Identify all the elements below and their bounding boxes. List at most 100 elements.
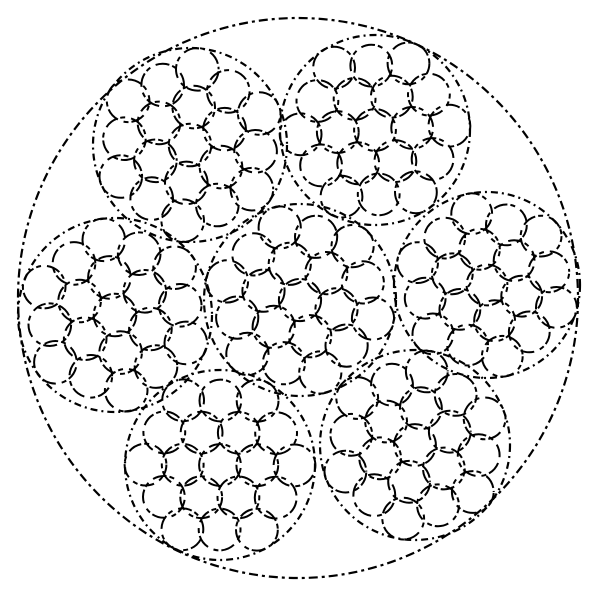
wire — [133, 138, 178, 184]
wire — [473, 299, 517, 343]
wire — [133, 344, 179, 389]
wire — [216, 410, 261, 455]
wire — [340, 260, 385, 305]
wire — [195, 182, 240, 228]
wire — [364, 399, 409, 444]
wire — [336, 141, 381, 186]
wire — [225, 331, 270, 376]
wire — [202, 106, 247, 152]
wire — [324, 323, 369, 368]
wire — [27, 302, 73, 348]
wire — [175, 47, 220, 92]
wire — [393, 423, 437, 467]
wire — [241, 268, 286, 313]
wire — [349, 43, 394, 88]
wire — [160, 507, 205, 552]
wire — [197, 507, 242, 552]
wire — [335, 376, 380, 420]
wire — [410, 137, 455, 181]
wire — [87, 255, 132, 300]
wire — [21, 264, 67, 310]
wire — [253, 475, 298, 520]
wire — [387, 459, 432, 504]
wire — [164, 160, 209, 206]
wire — [423, 216, 467, 260]
wire — [450, 470, 495, 514]
wire — [350, 296, 396, 341]
wire — [198, 378, 243, 423]
wire — [198, 144, 244, 190]
wire — [233, 129, 278, 174]
wire — [277, 277, 323, 323]
wire — [480, 334, 524, 378]
wire — [179, 475, 224, 520]
wire — [278, 112, 323, 157]
strand-outline — [318, 348, 512, 542]
wire — [416, 483, 460, 528]
wire — [272, 443, 317, 488]
wire — [254, 411, 299, 456]
wire — [465, 263, 509, 307]
wire — [304, 251, 349, 296]
wire — [396, 241, 440, 285]
wire — [299, 143, 344, 188]
wire — [427, 409, 472, 454]
wire — [381, 496, 426, 541]
wire — [98, 154, 144, 199]
wire — [288, 314, 333, 359]
strand-group — [16, 33, 582, 562]
wire — [352, 473, 397, 518]
strand-bottom-left — [123, 368, 317, 562]
wire — [236, 91, 282, 136]
wire — [142, 410, 187, 455]
wire — [527, 250, 571, 294]
wire — [369, 74, 414, 119]
wire — [358, 436, 403, 481]
strand-top-left — [91, 46, 289, 244]
wire — [102, 116, 147, 161]
wire — [105, 78, 151, 124]
strand-outline — [278, 33, 472, 227]
wire — [179, 410, 224, 455]
wire — [160, 442, 205, 487]
wire — [399, 386, 443, 431]
wire — [450, 192, 494, 236]
wire — [160, 198, 205, 243]
strand-top-right — [278, 33, 472, 227]
wire — [129, 176, 174, 221]
wire — [422, 446, 466, 491]
wire — [235, 507, 279, 552]
wire — [81, 217, 127, 263]
wire — [167, 122, 213, 168]
strand-outline — [123, 368, 317, 562]
wire — [323, 449, 368, 494]
wire — [394, 170, 438, 215]
wire — [198, 443, 242, 487]
wire — [427, 103, 472, 148]
wire — [257, 205, 302, 250]
wire — [295, 79, 340, 123]
wire — [330, 224, 375, 269]
wire — [57, 278, 102, 324]
wire — [136, 100, 182, 146]
wire — [314, 287, 359, 332]
wire — [142, 475, 186, 519]
wire — [404, 349, 449, 394]
wire — [370, 362, 414, 407]
wire — [140, 62, 185, 108]
wire — [157, 283, 203, 328]
wire — [267, 241, 312, 286]
wire — [403, 276, 447, 320]
wire — [128, 306, 173, 352]
wire — [329, 412, 374, 457]
wire — [332, 77, 377, 121]
wire — [68, 354, 114, 399]
wire — [116, 231, 162, 276]
wire — [500, 274, 544, 318]
wire — [373, 139, 418, 184]
wire — [204, 259, 250, 304]
wire — [356, 172, 401, 217]
wire — [485, 203, 528, 247]
wire — [298, 350, 343, 395]
strand-bottom-right — [318, 348, 512, 542]
